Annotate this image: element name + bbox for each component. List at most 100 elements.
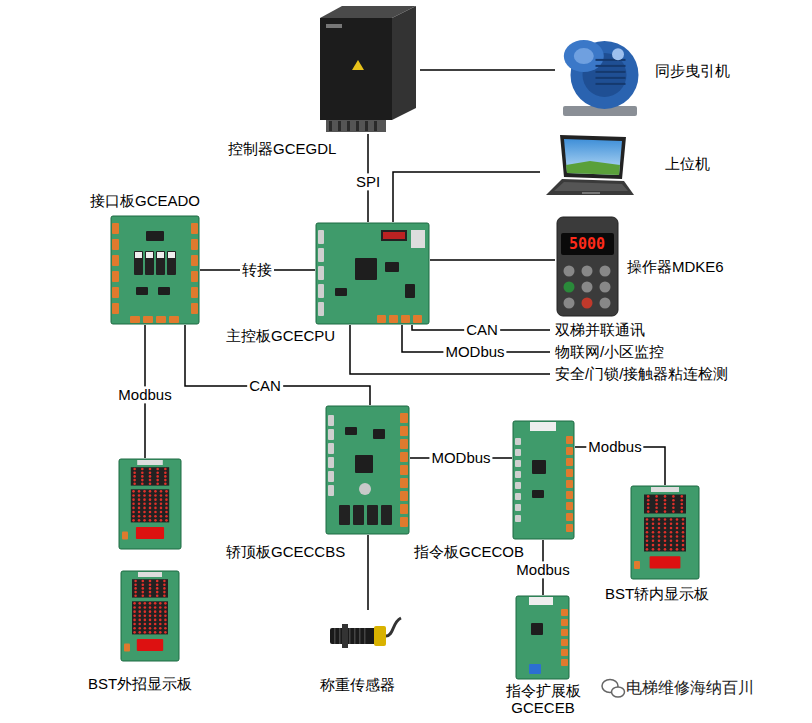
matrix-dot [143,511,146,514]
key-button [600,282,611,293]
terminal-connector [561,619,568,626]
thread-line [339,628,341,644]
matrix-dot [658,527,661,530]
matrix-dot [154,502,157,505]
relay [353,505,364,525]
matrix-dot [149,519,152,522]
dot-matrix [131,489,169,522]
matrix-dot [149,511,152,514]
label-wrap: 操作器MDKE6 [627,258,724,275]
ic-chip [531,623,543,635]
terminal-connector [566,469,573,477]
edge-label: 转接 [240,261,274,278]
terminal-connector [389,315,398,323]
matrix-dot [664,540,667,543]
heat-fin [374,121,377,131]
dip-switch [529,664,541,674]
led-segment [137,639,163,651]
relay-top [146,252,153,258]
matrix-dot [133,479,136,482]
sheave-groove [596,65,626,67]
matrix-dot [646,540,649,543]
label-wrap: Modbus [514,561,571,578]
matrix-dot [658,531,661,534]
key-button [564,298,575,309]
matrix-dot [164,606,167,609]
matrix-dot [149,583,152,586]
matrix-dot [165,490,168,493]
label-wrap: 双梯并联通讯 [555,321,645,338]
terminal-connector [191,271,198,282]
matrix-dot [658,544,661,547]
heat-fin [356,121,359,131]
matrix-dot [149,479,152,482]
relay [167,251,176,275]
illustration-group [326,406,409,534]
matrix-dot [164,619,167,622]
terminal-connector [130,316,140,323]
matrix-dot [163,591,166,594]
matrix-dot [141,479,144,482]
label-wrap: 电梯维修海纳百川 [626,678,754,699]
sheave-groove [596,77,626,79]
connector-socket [138,572,162,577]
component-illustration [316,4,420,134]
key-button [582,298,593,309]
matrix-dot [664,527,667,530]
matrix-dot [160,515,163,518]
buzzer [359,483,371,495]
matrix-dot [149,475,152,478]
brake-drum [564,40,604,72]
component-label: 同步曳引机 [655,62,730,79]
matrix-dot [154,606,157,609]
terminal-connector [566,513,573,521]
matrix-dot [681,503,684,506]
matrix-dot [655,503,658,506]
label-wrap: 转接 [240,261,274,278]
link-label: 安全/门锁/接触器粘连检测 [555,365,728,382]
component-illustration [512,420,575,540]
matrix-dot [134,591,137,594]
matrix-dot [133,475,136,478]
component-illustration [110,215,200,325]
label-wrap: CAN [247,377,283,394]
pcb-board [631,486,699,579]
matrix-dot [676,527,679,530]
illustration-group [330,618,401,648]
illustration-group [111,216,199,324]
terminal-connector [318,230,324,244]
heat-sink [326,120,386,132]
key-button [582,266,593,277]
terminal-connector [515,515,521,522]
pcb-board [513,421,574,539]
terminal-connector [400,504,408,514]
matrix-dot [144,610,147,613]
matrix-dot [165,507,168,510]
terminal-connector [401,315,410,323]
matrix-dot [141,475,144,478]
bus-label: MODbus [443,343,506,360]
matrix-dot [149,619,152,622]
terminal-connector [156,316,166,323]
matrix-dot [163,594,166,597]
matrix-dot [160,494,163,497]
terminal-connector [112,303,119,314]
matrix-dot [672,510,675,513]
label-wrap: 同步曳引机 [655,62,730,79]
matrix-dot [138,519,141,522]
component-illustration [315,222,430,325]
pcb-board [316,223,429,324]
keypad-body [557,217,618,316]
matrix-dot [676,548,679,551]
terminal-connector [112,271,119,282]
terminal-connector [318,302,324,316]
matrix-dot [165,519,168,522]
matrix-dot [672,507,675,510]
ic-chip [355,258,377,280]
matrix-dot [133,627,136,630]
matrix-dot [138,619,141,622]
key-button [600,266,611,277]
heat-fin [329,121,332,131]
matrix-dot [159,602,162,605]
matrix-dot [165,515,168,518]
